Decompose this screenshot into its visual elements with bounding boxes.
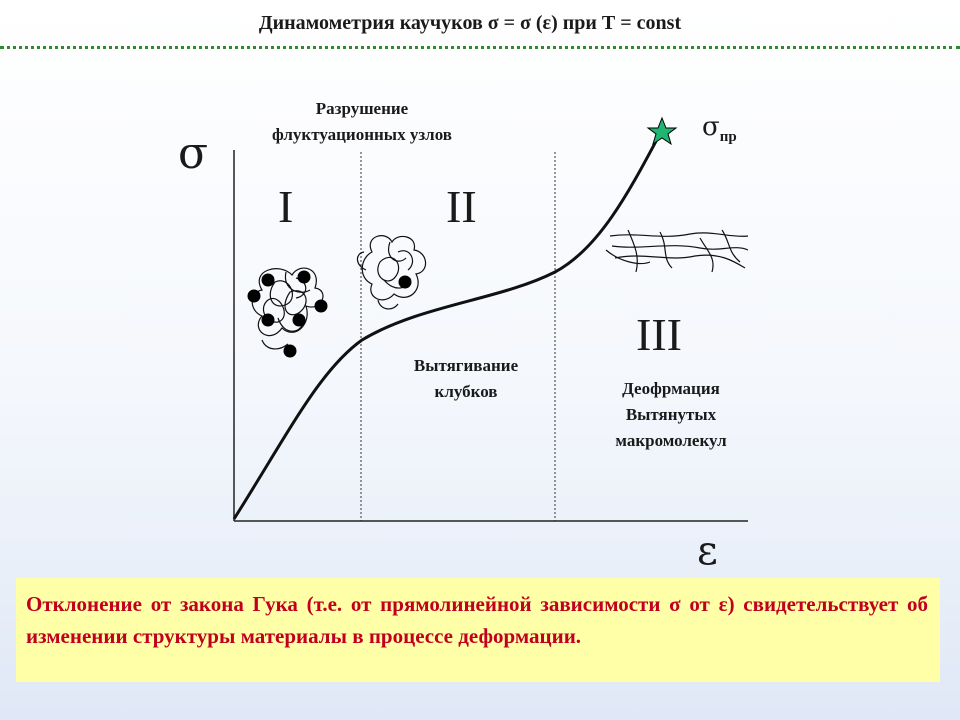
breakdown-line-1: Разрушение [315, 99, 409, 118]
slide-title: Динамометрия каучуков σ = σ (ε) при Т = … [258, 12, 682, 34]
stretch-line-2: клубков [434, 382, 498, 401]
coil-with-nodes-icon [251, 267, 324, 350]
stress-strain-curve [232, 129, 664, 520]
breakdown-line-2: флуктуационных узлов [272, 125, 452, 144]
note-box: Отклонение от закона Гука (т.е. от прямо… [16, 578, 940, 682]
breakdown-label: Разрушение флуктуационных узлов [247, 96, 477, 148]
x-axis-label: ε [697, 528, 718, 574]
title-divider [0, 46, 960, 49]
crosslink-node-icon [398, 275, 412, 289]
deformation-label: Деофрмация Вытянутых макромолекул [596, 376, 746, 454]
stretch-label: Вытягивание клубков [386, 353, 546, 405]
tangled-coil-icon [356, 235, 427, 310]
deformation-line-3: макромолекул [615, 431, 727, 450]
deformation-line-1: Деофрмация [622, 379, 720, 398]
break-stress-symbol: σ [702, 112, 720, 142]
deformation-line-2: Вытянутых [625, 405, 717, 424]
region-2-numeral: II [446, 181, 477, 232]
note-text: Отклонение от закона Гука (т.е. от прямо… [26, 592, 928, 648]
break-point-star-icon [646, 116, 678, 146]
extended-chains-icon [605, 229, 749, 273]
stretch-line-1: Вытягивание [413, 356, 519, 375]
crosslink-node-icons [247, 270, 328, 358]
region-1-numeral: I [278, 181, 294, 232]
break-stress-subscript: пр [719, 129, 737, 146]
y-axis-label: σ [178, 128, 209, 179]
region-3-numeral: III [636, 309, 682, 360]
break-stress-label: σпр [702, 112, 737, 146]
